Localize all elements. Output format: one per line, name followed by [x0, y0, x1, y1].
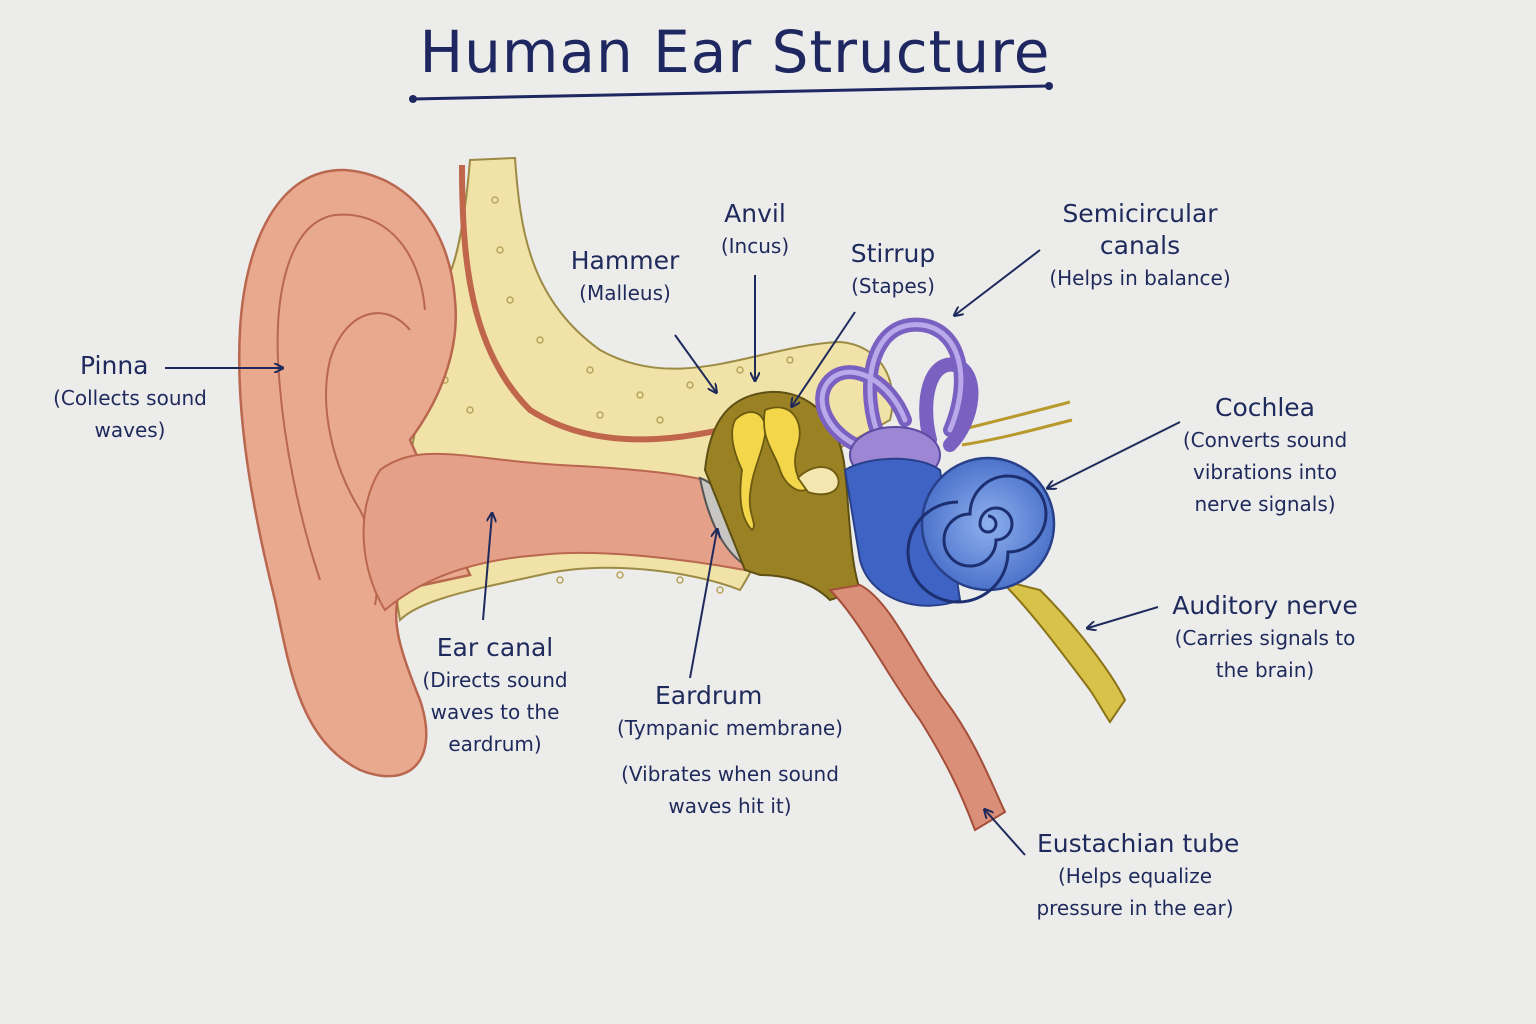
anvil-desc: (Incus) [720, 234, 790, 258]
title-underline [409, 82, 1053, 103]
stirrup-arrow [792, 311, 856, 406]
eardrum-name: Eardrum [655, 681, 763, 710]
cochlea-desc: (Converts sound vibrations into nerve si… [1182, 428, 1348, 516]
page-title: Human Ear Structure [419, 18, 1051, 86]
label-anvil: Anvil (Incus) [690, 198, 820, 262]
ear-canal-name: Ear canal [436, 633, 554, 662]
eardrum-desc-2: (Vibrates when sound waves hit it) [621, 762, 839, 818]
ear-canal-arrow [482, 514, 492, 621]
stirrup-bone [796, 466, 840, 496]
label-pinna: Pinna (Collects sound waves) [30, 350, 230, 446]
canal-skin-line [459, 164, 761, 443]
eustachian-arrow [985, 810, 1026, 856]
label-auditory-nerve: Auditory nerve (Carries signals to the b… [1150, 590, 1380, 686]
anvil-name: Anvil [724, 199, 786, 228]
label-stirrup: Stirrup (Stapes) [828, 238, 958, 302]
hammer-desc: (Malleus) [579, 281, 671, 305]
semicircular-arrow [955, 249, 1041, 315]
nerve-fibers [959, 400, 1073, 447]
cochlea-name: Cochlea [1215, 393, 1315, 422]
eustachian-name: Eustachian tube [1037, 829, 1240, 858]
cochlea-shell [920, 456, 1056, 592]
label-cochlea: Cochlea (Converts sound vibrations into … [1165, 392, 1365, 520]
pointer-arrows [165, 249, 1181, 856]
pinna-desc: (Collects sound waves) [53, 386, 207, 442]
eardrum-desc: (Tympanic membrane) [617, 716, 843, 740]
label-ear-canal: Ear canal (Directs sound waves to the ea… [405, 632, 585, 760]
label-eardrum: Eardrum (Tympanic membrane) (Vibrates wh… [600, 680, 860, 822]
auditory-nerve-arrow [1088, 606, 1159, 628]
label-semicircular: Semicircular canals (Helps in balance) [1030, 198, 1250, 294]
label-eustachian: Eustachian tube (Helps equalize pressure… [1025, 828, 1245, 924]
cochlea-arrow [1048, 421, 1181, 488]
eustachian-desc: (Helps equalize pressure in the ear) [1036, 864, 1234, 920]
stirrup-name: Stirrup [850, 239, 936, 268]
pinna-name: Pinna [80, 351, 149, 380]
auditory-nerve-desc: (Carries signals to the brain) [1174, 626, 1356, 682]
ear-canal-shape [362, 452, 747, 612]
hammer-name: Hammer [570, 246, 680, 275]
auditory-nerve-name: Auditory nerve [1172, 591, 1358, 620]
cochlea-spiral [906, 474, 1048, 604]
semicircular-name: Semicircular canals [1062, 199, 1218, 260]
bone-texture [436, 196, 794, 594]
stirrup-desc: (Stapes) [851, 274, 935, 298]
auditory-nerve-shape [996, 578, 1127, 724]
label-hammer: Hammer (Malleus) [555, 245, 695, 309]
eustachian-tube-shape [827, 583, 1007, 832]
pinna-helix-fold [276, 213, 426, 581]
semicircular-desc: (Helps in balance) [1049, 266, 1231, 290]
eardrum-arrow [689, 530, 717, 679]
semicircular-highlight [819, 322, 964, 453]
hammer-arrow [674, 334, 716, 392]
ear-canal-desc: (Directs sound waves to the eardrum) [422, 668, 568, 756]
